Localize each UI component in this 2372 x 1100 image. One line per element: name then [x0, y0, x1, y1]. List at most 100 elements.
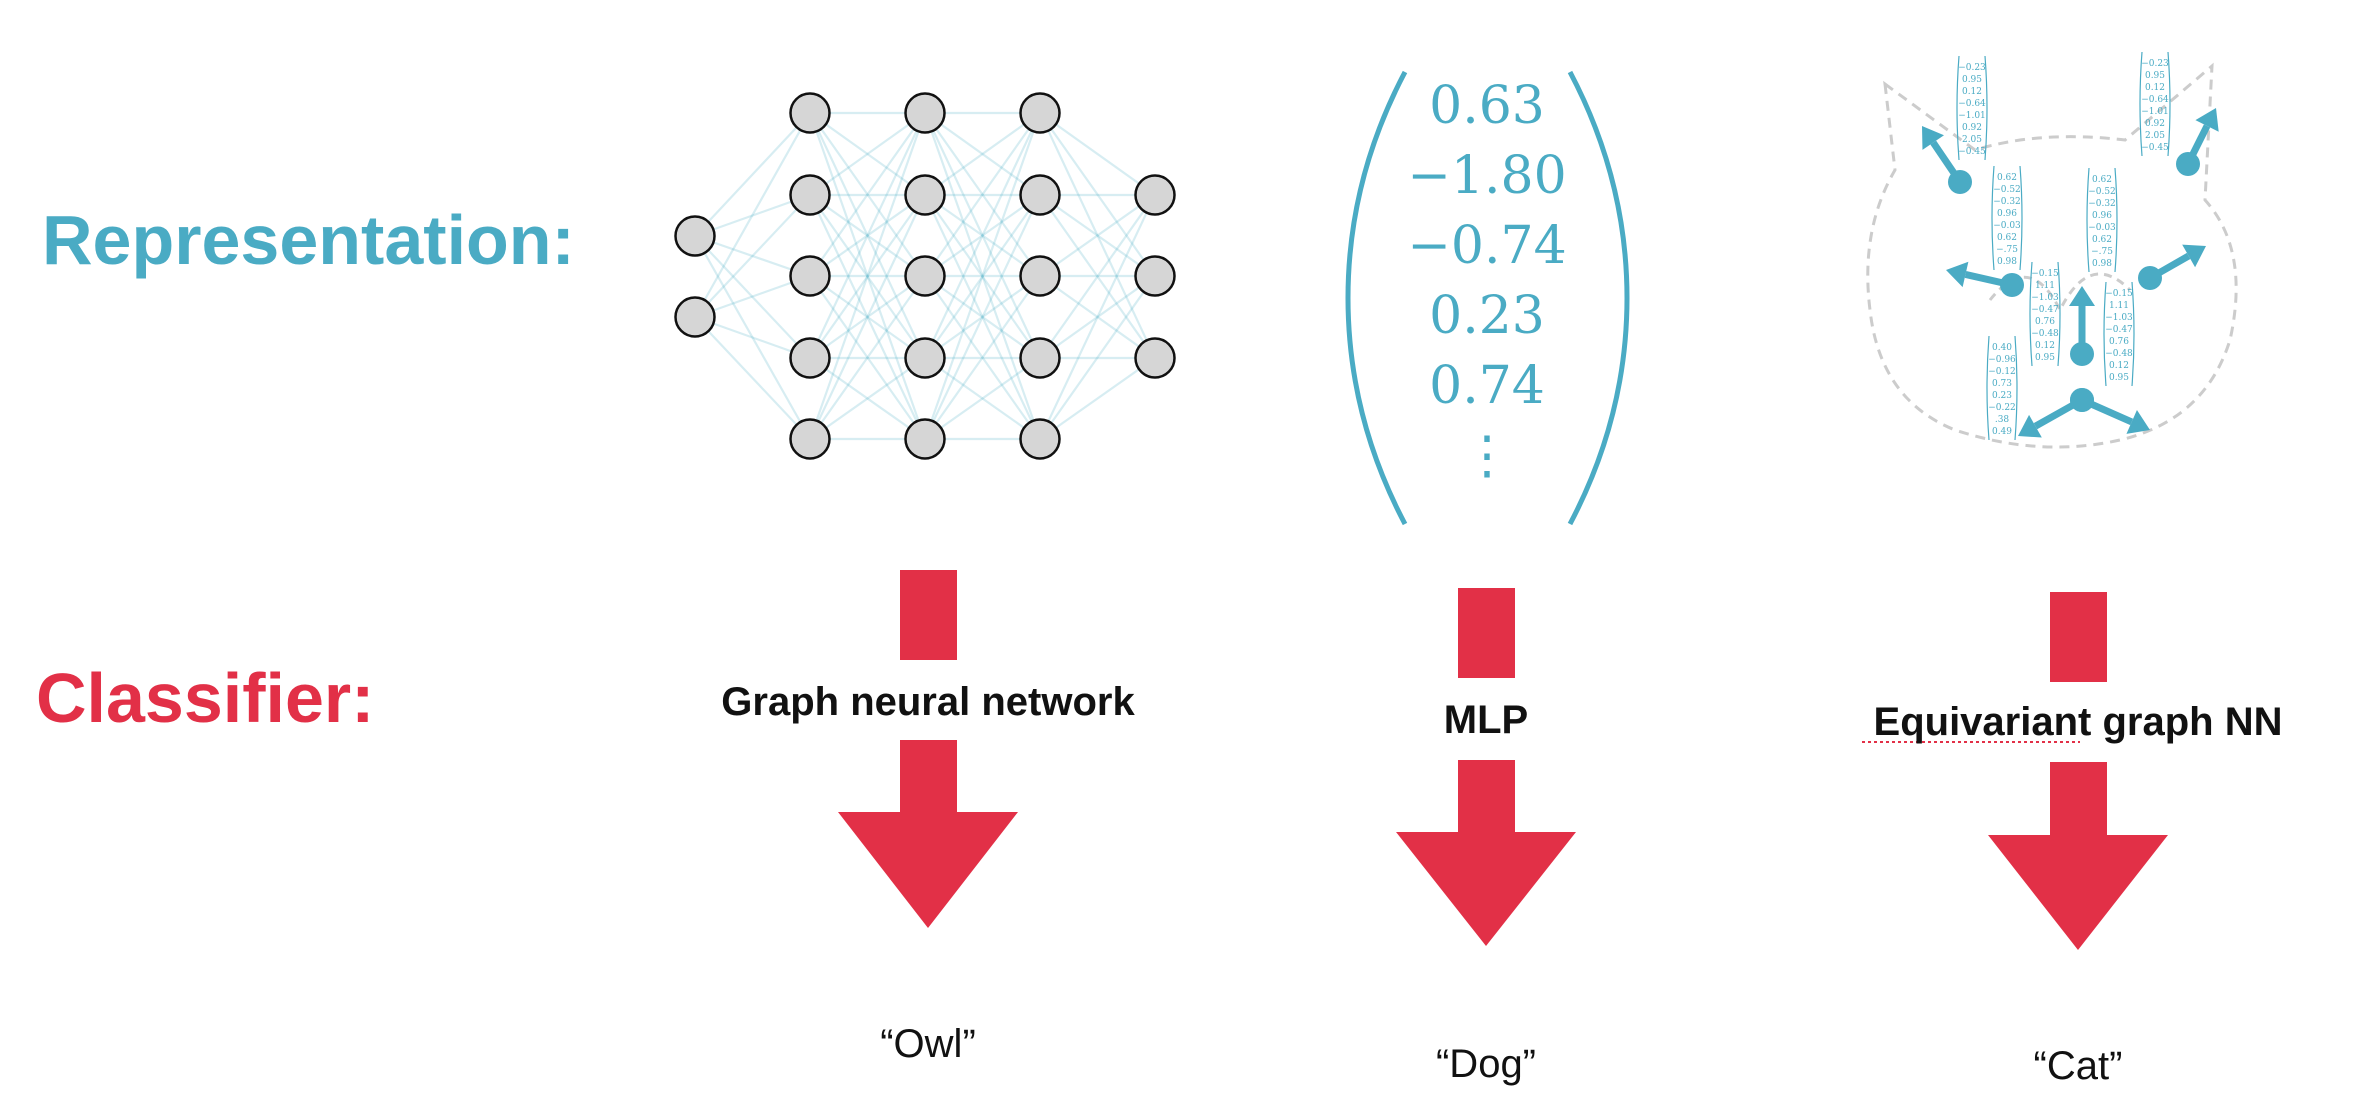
nn-edge [1039, 194, 1156, 440]
mini-vector-value: −1.01 [1958, 111, 1986, 121]
graph-node [1948, 170, 1972, 194]
mini-vector-value: −0.32 [1993, 197, 2021, 207]
arrow-stem-bottom [1458, 760, 1515, 835]
feature-arrow [1946, 261, 2024, 297]
representation-label: Representation: [42, 201, 575, 279]
arrow-tip [2126, 410, 2150, 434]
mini-vector-bracket [1991, 165, 1995, 271]
nn-edge [924, 357, 1041, 440]
nn-edge [809, 194, 926, 277]
mini-vector: 0.62−0.52−0.320.96−0.030.62−.750.98 [1991, 165, 2023, 271]
nn-node [789, 92, 831, 134]
vector-value: 0.63 [1429, 76, 1545, 136]
mini-vector-bracket [1984, 55, 1988, 161]
arrow-tip [1922, 126, 1944, 150]
nn-edge [809, 194, 926, 440]
nn-node [1134, 337, 1176, 379]
nn-edge [809, 275, 926, 440]
mini-vector-value: 0.92 [1962, 123, 1982, 133]
vector-value: ⋮ [1461, 426, 1513, 486]
mini-vector-value: −0.32 [2088, 199, 2116, 209]
nn-edge [1039, 357, 1156, 440]
nn-node [789, 255, 831, 297]
nn-node [904, 255, 946, 297]
mini-vector-value: 0.62 [2092, 175, 2112, 185]
nn-edge [924, 112, 1041, 196]
mini-vector-value: .38 [1995, 415, 2010, 425]
nn-edge [924, 194, 1041, 277]
mini-vector-value: 0.62 [1997, 173, 2017, 183]
nn-edge [809, 112, 926, 359]
nn-edge [809, 112, 926, 277]
feature-arrow [2138, 244, 2206, 290]
nn-edge [1039, 112, 1156, 359]
mini-vector-value: 0.12 [1962, 87, 1982, 97]
mini-vector-value: −0.64 [1958, 99, 1986, 109]
arrow-stem-bottom [2050, 762, 2107, 837]
nn-edge [809, 275, 926, 359]
output-label-owl: “Owl” [880, 1022, 976, 1066]
feature-vector: 0.63−1.80−0.740.230.74⋮ [1345, 70, 1630, 526]
arrow-tip [2182, 244, 2206, 268]
arrow-dog [1396, 588, 1576, 946]
mini-vector-value: 0.98 [2092, 259, 2112, 269]
mini-vector-value: 0.95 [2035, 353, 2055, 363]
mini-vector-bracket [2114, 167, 2118, 273]
mini-vector-value: 0.62 [1997, 233, 2017, 243]
mini-vector-value: 0.95 [1962, 75, 1982, 85]
nn-edge [1039, 112, 1156, 277]
mini-vector-value: 0.98 [1997, 257, 2017, 267]
mini-vector-value: −0.03 [1993, 221, 2021, 231]
nn-edge [924, 275, 1041, 440]
mini-vector-value: −0.52 [2088, 187, 2116, 197]
nn-edge [1039, 194, 1156, 277]
equivariant-vectors [1922, 108, 2219, 438]
nn-node [1019, 174, 1061, 216]
mini-vector-value: 0.95 [2109, 373, 2129, 383]
mini-vector-value: −0.22 [1988, 403, 2016, 413]
graph-node [2000, 273, 2024, 297]
mini-vector-value: −1.03 [2105, 313, 2133, 323]
mini-vector-bracket [2014, 335, 2018, 441]
nn-edge [924, 194, 1041, 359]
mini-vector-value: 1.11 [2109, 301, 2129, 311]
classifier-name-egnn: Equivariant graph NN [1873, 700, 2283, 744]
mini-vector-value: −0.48 [2031, 329, 2059, 339]
mini-vector-value: 0.49 [1992, 427, 2012, 437]
nn-node [904, 337, 946, 379]
nn-edge [809, 275, 926, 359]
mini-vector-value: −0.23 [2141, 59, 2169, 69]
vector-right-bracket [1567, 70, 1630, 526]
arrow-stem-bottom [900, 740, 957, 815]
nn-edge [694, 316, 811, 440]
nn-edge [924, 112, 1041, 359]
mini-vector-value: −.75 [1996, 245, 2018, 255]
nn-edge [809, 194, 926, 277]
nn-edge [923, 112, 1042, 440]
arrow-head [1988, 835, 2168, 950]
nn-edge [1039, 275, 1156, 440]
graph-node [2070, 342, 2094, 366]
vector-left-bracket [1345, 70, 1408, 526]
mini-vector-value: −0.52 [1993, 185, 2021, 195]
mini-vector-value: −0.45 [1958, 147, 1986, 157]
nn-edge [1039, 194, 1156, 359]
arrow-stem-top [2050, 592, 2107, 682]
mini-vector-bracket [1986, 335, 1990, 441]
nn-node [674, 215, 716, 257]
nn-edge [809, 275, 926, 440]
mini-vector-value: −.75 [2091, 247, 2113, 257]
mini-vector-value: −0.64 [2141, 95, 2169, 105]
graph-node [2070, 388, 2094, 412]
node-feature-vectors: −0.230.950.12−0.64−1.010.922.05−0.45−0.2… [1956, 51, 2171, 441]
arrow-tip [2018, 414, 2042, 438]
mini-vector-value: 0.12 [2035, 341, 2055, 351]
mini-vector-value: −0.48 [2105, 349, 2133, 359]
mini-vector-bracket [2086, 167, 2090, 273]
nn-node [674, 296, 716, 338]
mini-vector-bracket [2103, 281, 2107, 387]
mini-vector-value: 0.73 [1992, 379, 2012, 389]
mini-vector: −0.151.11−1.03−0.470.76−0.480.120.95 [2029, 261, 2061, 367]
nn-edge [924, 275, 1041, 359]
